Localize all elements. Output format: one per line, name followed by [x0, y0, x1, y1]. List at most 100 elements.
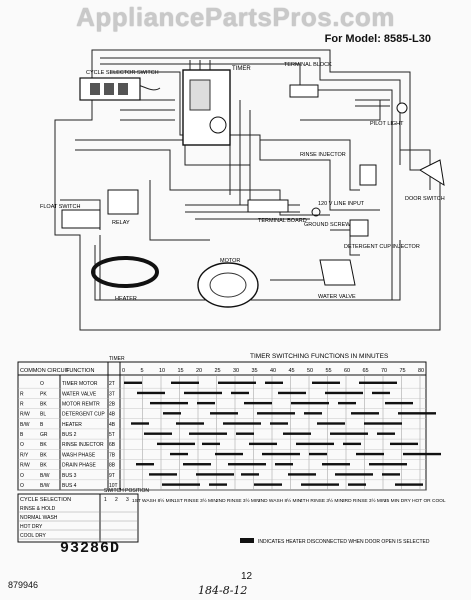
- wiring-diagram: TIMER CYCLE SELECTOR SWITCH TERMINAL BLO…: [40, 49, 445, 331]
- minute-tick-label: 30: [233, 368, 239, 374]
- door-switch: DOOR SWITCH: [405, 159, 445, 202]
- timer-label: TIMER: [232, 66, 251, 72]
- row-function: DETERGENT CUP: [62, 412, 105, 418]
- switch-segment: [170, 452, 188, 456]
- row-timer-terminal: 7B: [109, 452, 116, 458]
- row-wire-2: B/W: [40, 473, 50, 479]
- row-function: RINSE INJECTOR: [62, 442, 104, 448]
- switch-segment: [309, 452, 327, 456]
- switch-segment: [196, 473, 234, 476]
- switch-position-col: 3: [126, 497, 129, 503]
- switch-segment: [157, 442, 195, 446]
- row-function: BUS 2: [62, 432, 77, 438]
- detergent-cup-label: DETERGENT CUP INJECTOR: [344, 244, 420, 250]
- switch-segment: [236, 432, 254, 435]
- switch-segment: [189, 432, 227, 435]
- chart-bars: [124, 381, 441, 486]
- switch-segment: [197, 401, 215, 405]
- stage-label: 25 MIN DRY HOT OR COOL: [384, 498, 446, 504]
- switch-segment: [183, 463, 211, 466]
- row-timer-terminal: 4B: [109, 412, 116, 418]
- switch-segment: [163, 412, 181, 415]
- switch-segment: [364, 422, 402, 425]
- switch-segment: [343, 442, 361, 446]
- minute-tick-label: 80: [418, 368, 424, 374]
- switch-segment: [385, 401, 413, 405]
- row-function: DRAIN PHASE: [62, 463, 97, 469]
- switch-segment: [338, 401, 356, 405]
- row-wire-1: O: [20, 473, 24, 479]
- switch-segment: [278, 391, 306, 395]
- row-timer-terminal: 5T: [109, 432, 115, 438]
- pilot-light-label: PILOT LIGHT: [370, 121, 404, 127]
- switch-segment: [210, 412, 238, 415]
- switch-position-label: SWITCH POSITION: [104, 488, 149, 494]
- minute-tick-label: 40: [270, 368, 276, 374]
- document-number: 879946: [8, 580, 39, 590]
- model-label: For Model: 8585-L30: [324, 33, 431, 45]
- minute-tick-label: 35: [252, 368, 258, 374]
- motor-label: MOTOR: [220, 258, 240, 264]
- cycle-selector-switch: CYCLE SELECTOR SWITCH: [79, 70, 159, 101]
- row-wire-2: BK: [40, 442, 47, 448]
- switch-segment: [395, 483, 423, 486]
- handwritten-note: 184-8-12: [198, 584, 248, 597]
- row-wire-2: O: [40, 381, 44, 387]
- row-function: WATER VALVE: [62, 391, 97, 397]
- switch-segment: [254, 483, 282, 486]
- minute-tick-label: 20: [196, 368, 202, 374]
- switch-segment: [348, 483, 366, 486]
- switch-segment: [275, 463, 293, 466]
- minute-tick-label: 45: [289, 368, 295, 374]
- chart-footnote: INDICATES HEATER DISCONNECTED WHEN DOOR …: [258, 539, 430, 545]
- row-function: HEATER: [62, 422, 82, 428]
- relay-label: RELAY: [112, 220, 130, 226]
- switch-segment: [288, 473, 316, 476]
- switch-segment: [283, 432, 311, 435]
- detergent-cup-injector: DETERGENT CUP INJECTOR: [344, 219, 420, 250]
- row-timer-terminal: 2T: [109, 381, 115, 387]
- switch-segment: [171, 381, 199, 384]
- cycle-selector-label: CYCLE SELECTOR SWITCH: [86, 70, 159, 76]
- cycle-selection-label: CYCLE SELECTION: [20, 497, 71, 503]
- switch-segment: [136, 463, 154, 466]
- switch-segment: [215, 452, 243, 456]
- line-input-label: 120 V LINE INPUT: [318, 201, 365, 207]
- minute-tick-label: 60: [344, 368, 350, 374]
- row-wire-2: B/W: [40, 483, 50, 489]
- part-number: 93286D: [60, 540, 121, 557]
- row-wire-1: O: [20, 442, 24, 448]
- heater-label: HEATER: [115, 296, 137, 302]
- row-wire-2: BL: [40, 412, 46, 418]
- switch-position-col: 1: [104, 497, 107, 503]
- minute-tick-label: 0: [122, 368, 125, 374]
- minute-tick-label: 10: [159, 368, 165, 374]
- switch-position-col: 2: [115, 497, 118, 503]
- cycle-option: COOL DRY: [20, 533, 47, 539]
- cycle-option: RINSE & HOLD: [20, 506, 56, 512]
- timer-component: TIMER: [182, 66, 251, 146]
- switch-segment: [369, 463, 407, 466]
- row-timer-terminal: 6B: [109, 442, 116, 448]
- door-switch-label: DOOR SWITCH: [405, 196, 445, 202]
- switch-segment: [359, 381, 397, 384]
- switch-segment: [382, 473, 400, 476]
- minute-tick-label: 50: [307, 368, 313, 374]
- terminal-block-label: TERMINAL BLOCK: [284, 62, 332, 68]
- minute-tick-label: 5: [141, 368, 144, 374]
- switch-segment: [257, 412, 295, 415]
- row-wire-1: R/Y: [20, 452, 29, 458]
- row-wire-2: BK: [40, 463, 47, 469]
- rinse-injector-label: RINSE INJECTOR: [300, 152, 346, 158]
- row-function: TIMER MOTOR: [62, 381, 98, 387]
- switch-segment: [223, 422, 261, 425]
- row-wire-1: R: [20, 391, 24, 397]
- switch-segment: [312, 381, 340, 384]
- row-timer-terminal: 2B: [109, 401, 116, 407]
- float-switch-label: FLOAT SWITCH: [40, 204, 80, 210]
- heater: HEATER: [91, 256, 159, 302]
- switch-segment: [372, 391, 390, 395]
- row-wire-1: O: [20, 483, 24, 489]
- terminal-board-label: TERMINAL BOARD: [258, 218, 307, 224]
